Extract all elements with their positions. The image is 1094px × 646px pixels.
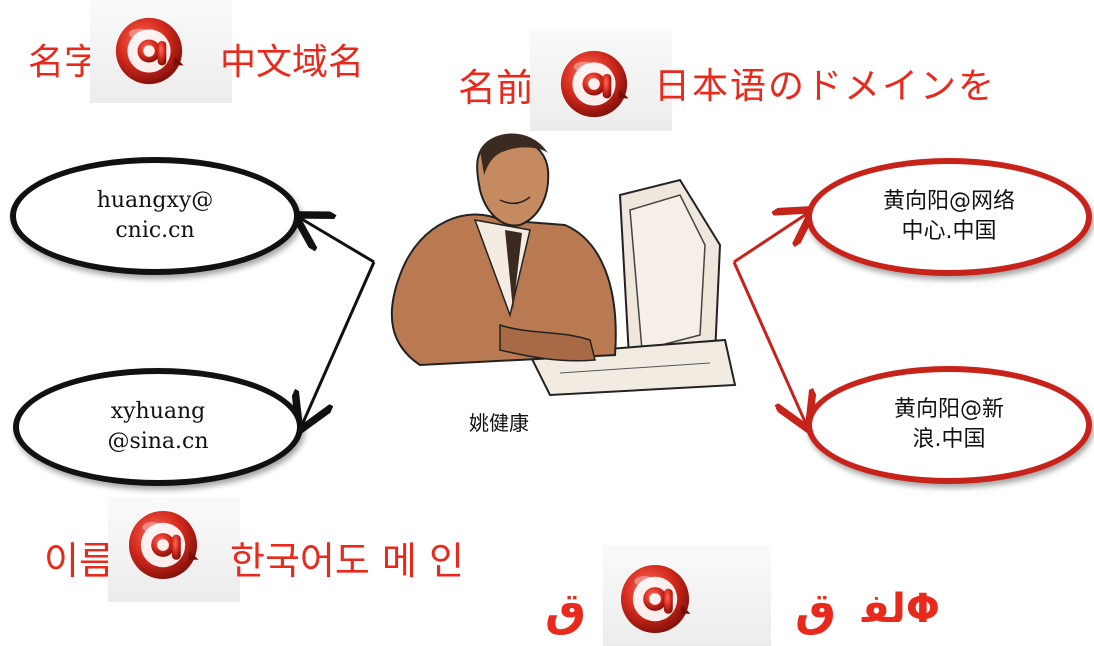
at-sign-icon bbox=[618, 562, 692, 636]
chinese-title-domain: 中文域名 bbox=[220, 42, 365, 83]
korean-title-domain: 한국어도 메 인 bbox=[230, 539, 464, 583]
email-oval-left-top: huangxy@ cnic.cn bbox=[10, 157, 300, 275]
person-name-label: 姚健康 bbox=[469, 411, 529, 435]
email-oval-left-bottom: xyhuang @sina.cn bbox=[13, 368, 303, 486]
arrow-to-right-bottom bbox=[732, 261, 806, 424]
arabic-title-name: ق bbox=[545, 582, 587, 636]
arrow-to-left-top bbox=[300, 218, 375, 264]
chinese-title-name: 名字 bbox=[28, 42, 101, 83]
email-line-2: @sina.cn bbox=[107, 429, 209, 454]
email-line-1: 黄向阳@网络 bbox=[882, 189, 1015, 214]
at-sign-icon bbox=[126, 508, 200, 582]
email-oval-right-top: 黄向阳@网络 中心.中国 bbox=[806, 158, 1092, 276]
email-line-1: huangxy@ bbox=[96, 188, 214, 213]
email-line-2: 中心.中国 bbox=[901, 219, 997, 244]
japanese-title-domain: 日本语のドメインを bbox=[654, 66, 997, 107]
arabic-title-domain: ﻟﻔΦ bbox=[862, 586, 940, 632]
arrow-to-left-bottom bbox=[302, 261, 376, 425]
email-line-1: 黄向阳@新 bbox=[893, 397, 1004, 422]
email-oval-right-bottom: 黄向阳@新 浪.中国 bbox=[806, 366, 1092, 484]
person-at-computer-illustration bbox=[390, 133, 737, 397]
email-line-2: 浪.中国 bbox=[912, 427, 986, 452]
japanese-title-name: 名前 bbox=[458, 66, 535, 110]
email-line-2: cnic.cn bbox=[115, 218, 195, 243]
arrow-to-right-top bbox=[733, 213, 808, 264]
korean-title-name: 이름 bbox=[44, 539, 114, 583]
arabic-title-middle: ق bbox=[795, 582, 837, 636]
email-line-1: xyhuang bbox=[110, 399, 206, 424]
